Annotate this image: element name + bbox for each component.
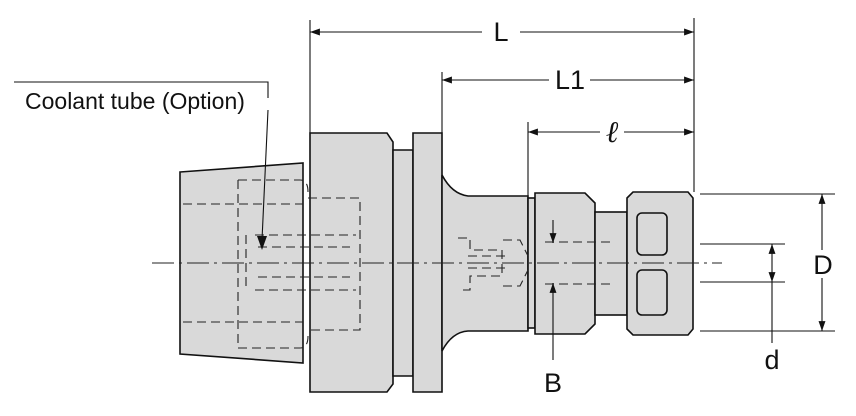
small-neck bbox=[594, 211, 628, 316]
dim-label-l: ℓ bbox=[606, 116, 619, 149]
dim-label-d: d bbox=[764, 345, 779, 375]
dim-label-B: B bbox=[544, 368, 562, 398]
dim-label-L1: L1 bbox=[555, 65, 585, 95]
nut-slot-lower bbox=[636, 269, 668, 316]
callout-arrowhead bbox=[257, 236, 267, 250]
dim-label-D: D bbox=[813, 250, 833, 280]
dim-label-L: L bbox=[493, 17, 508, 47]
coolant-tube-callout: Coolant tube (Option) bbox=[25, 88, 245, 114]
flange-body bbox=[309, 132, 394, 393]
hidden-lines bbox=[183, 179, 718, 349]
callout-leader bbox=[14, 81, 269, 241]
collar bbox=[534, 192, 596, 335]
nut-slot-upper bbox=[636, 212, 668, 256]
second-flange bbox=[412, 132, 443, 393]
